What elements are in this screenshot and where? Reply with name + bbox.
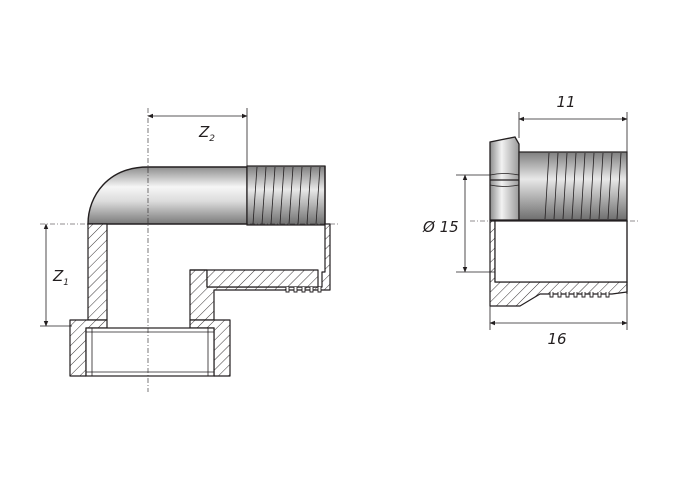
diameter-label: Ø 15 xyxy=(422,218,459,236)
elbow-section-branch-inner xyxy=(189,269,319,288)
thread-tooth xyxy=(581,292,586,298)
elbow-section-left-wall xyxy=(87,223,108,321)
nipple-fitting: 11 Ø 15 16 xyxy=(422,93,640,348)
thread-line xyxy=(270,166,276,225)
thread-line xyxy=(315,166,321,225)
elbow-fitting: Z2 Z1 xyxy=(40,108,340,392)
thread-line xyxy=(297,166,303,225)
nipple-hex-head xyxy=(489,136,520,221)
thread-tooth xyxy=(605,292,610,298)
nipple-inner-thread-teeth xyxy=(549,292,610,298)
elbow-inner-thread-teeth xyxy=(285,287,322,293)
thread-line xyxy=(553,152,559,220)
thread-line xyxy=(261,166,267,225)
thread-line xyxy=(580,152,586,220)
thread-tooth xyxy=(309,287,314,293)
thread-tooth xyxy=(293,287,298,293)
thread-line xyxy=(544,152,550,220)
thread-line xyxy=(252,166,258,225)
svg-text:Z1: Z1 xyxy=(52,267,69,288)
dimension-z1: Z1 xyxy=(40,223,72,327)
thread-line xyxy=(288,166,294,225)
thread-line xyxy=(607,152,613,220)
thread-tooth xyxy=(565,292,570,298)
thread-line xyxy=(616,152,622,220)
elbow-body-shaded xyxy=(87,166,248,225)
elbow-male-thread xyxy=(246,165,326,226)
elbow-socket-bore xyxy=(85,327,215,377)
z1-label: Z xyxy=(52,267,64,285)
thread-tooth xyxy=(557,292,562,298)
thread-line xyxy=(562,152,568,220)
thread-line xyxy=(571,152,577,220)
z2-subscript: 2 xyxy=(209,134,215,144)
z2-label: Z xyxy=(198,123,210,141)
svg-text:Z2: Z2 xyxy=(198,123,215,144)
thread-tooth xyxy=(573,292,578,298)
dimension-total-length: 16 xyxy=(489,294,628,348)
thread-line xyxy=(279,166,285,225)
dimension-z2: Z2 xyxy=(147,108,248,166)
thread-line xyxy=(589,152,595,220)
nipple-bore xyxy=(494,220,628,283)
thread-tooth xyxy=(549,292,554,298)
z1-subscript: 1 xyxy=(63,278,69,288)
thread-tooth xyxy=(597,292,602,298)
thread-line xyxy=(598,152,604,220)
nipple-male-thread xyxy=(518,151,628,221)
thread-line xyxy=(306,166,312,225)
thread-tooth xyxy=(317,287,322,293)
dimension-diameter: Ø 15 xyxy=(422,174,495,273)
thread-tooth xyxy=(301,287,306,293)
thread-tooth xyxy=(589,292,594,298)
thread-tooth xyxy=(285,287,290,293)
total-length-label: 16 xyxy=(547,330,566,348)
dimension-thread-length: 11 xyxy=(518,93,628,152)
thread-length-label: 11 xyxy=(556,93,575,111)
